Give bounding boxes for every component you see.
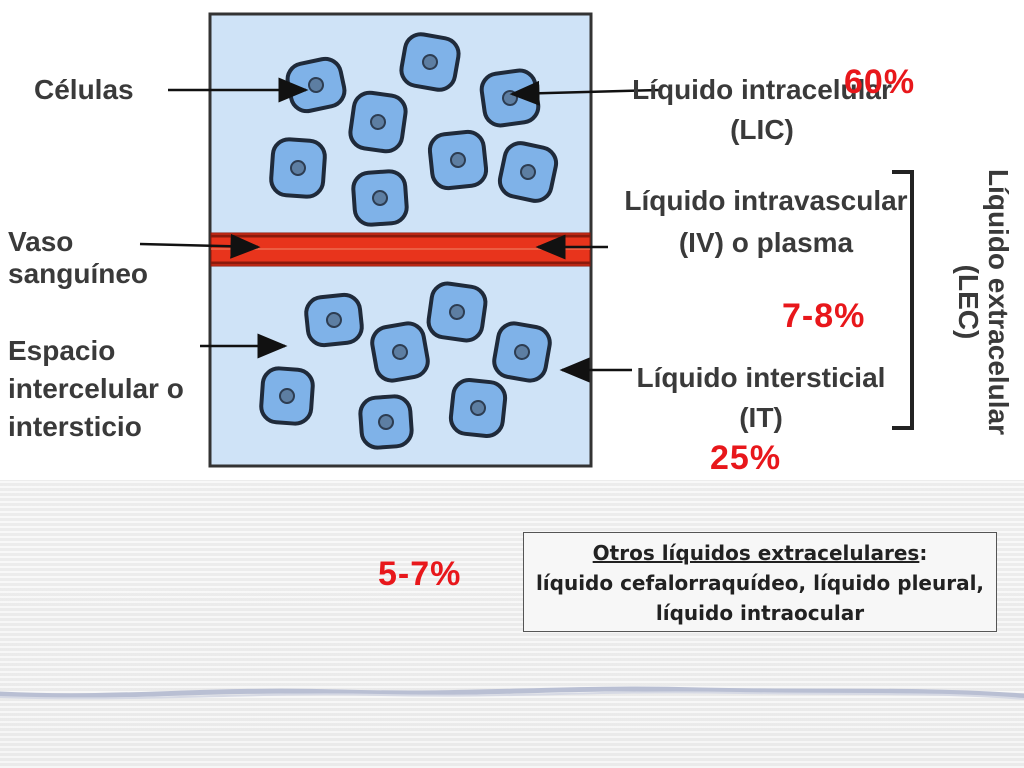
cell xyxy=(492,321,552,383)
decorative-wave-line xyxy=(0,686,1024,700)
label-vessel: Vaso sanguíneo xyxy=(8,226,149,289)
note-colon: : xyxy=(919,541,928,565)
cell xyxy=(479,68,541,128)
cell xyxy=(370,321,430,383)
cell xyxy=(426,281,488,343)
arrow-lic xyxy=(509,80,661,106)
cell xyxy=(497,141,559,203)
percent-lic: 60% xyxy=(844,63,916,101)
cell xyxy=(348,90,408,154)
cell xyxy=(448,378,508,438)
cell xyxy=(285,56,347,114)
note-body: líquido cefalorraquídeo, líquido pleural… xyxy=(535,571,985,625)
cell xyxy=(358,394,414,450)
percent-other: 5-7% xyxy=(378,555,462,593)
cell xyxy=(304,292,364,348)
label-cells: Células xyxy=(34,74,134,105)
cell xyxy=(269,137,327,199)
label-interstitial-space: Espacio intercelular o intersticio xyxy=(8,335,184,442)
label-it: Líquido intersticial (IT) xyxy=(636,362,886,433)
lec-bracket xyxy=(892,170,914,430)
cell xyxy=(427,129,489,191)
label-lic: Líquido intracelular (LIC) xyxy=(632,74,892,145)
label-lec: Líquido extracelular (LEC) xyxy=(953,168,1014,436)
label-iv: Líquido intravascular (IV) o plasma xyxy=(624,185,908,258)
arrow-vessel xyxy=(139,233,261,259)
cell xyxy=(259,366,315,426)
cell xyxy=(399,32,461,92)
percent-it: 25% xyxy=(710,439,782,477)
percent-iv: 7-8% xyxy=(782,297,866,335)
other-fluids-note: Otros líquidos extracelulares: líquido c… xyxy=(523,532,997,632)
cell xyxy=(351,169,409,227)
note-title: Otros líquidos extracelulares xyxy=(592,541,920,565)
